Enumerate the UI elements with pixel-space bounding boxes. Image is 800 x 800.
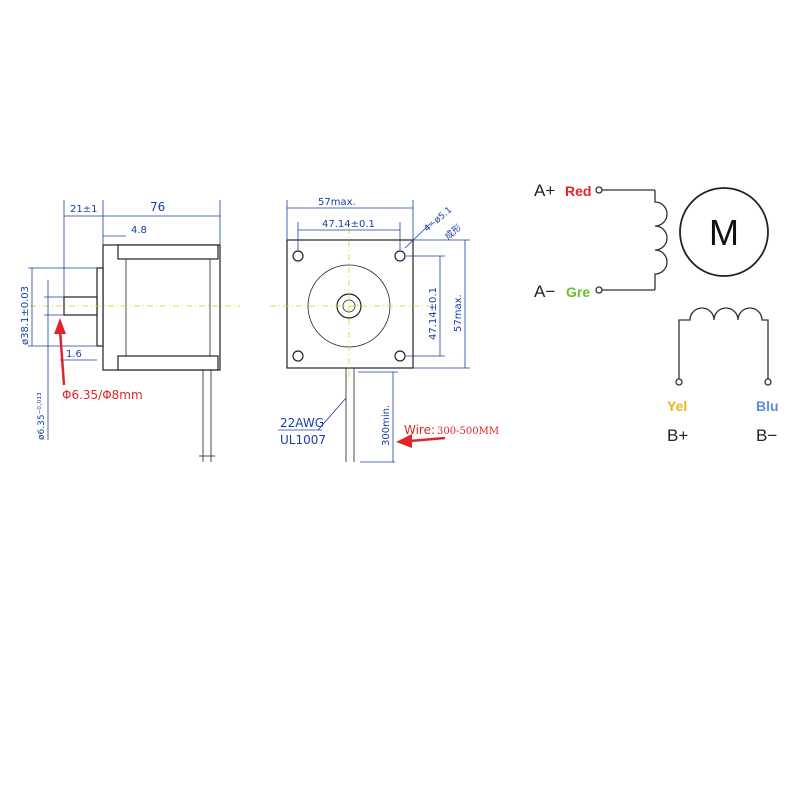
dim-offset-label: 4.8 (131, 225, 147, 236)
mount-hole (292, 350, 304, 362)
dim-hole-v-label: 47.14±0.1 (428, 287, 439, 340)
side-shaft (63, 296, 98, 316)
b-minus-terminal (764, 378, 772, 386)
mount-hole (394, 350, 406, 362)
shaft-callout-arrow (58, 329, 66, 386)
dim-hole-h-label: 47.14±0.1 (322, 219, 375, 230)
wiring-schematic: M A+ Red A− Gre Yel B+ Blu B− (534, 181, 779, 445)
coil-b (678, 307, 769, 380)
dim-length-label: 76 (150, 200, 165, 214)
a-minus-label: A− (534, 282, 555, 301)
motor-symbol (679, 187, 769, 277)
dim-height-label: 57max. (453, 294, 464, 332)
motor-label: M (709, 212, 739, 253)
b-plus-color-label: Yel (667, 398, 687, 414)
a-plus-label: A+ (534, 181, 555, 200)
dim-holes-note: 成形 (442, 222, 464, 243)
mount-hole (394, 250, 406, 262)
wire-label: Wire: (404, 423, 435, 437)
dim-flange-label: 21±1 (70, 204, 97, 215)
dim-boss-label: ø38.1±0.03 (20, 286, 31, 345)
mount-hole (292, 250, 304, 262)
side-top-cap (117, 244, 219, 260)
dim-wire-min-label: 300min. (381, 405, 392, 446)
side-body (102, 244, 221, 371)
b-minus-label: B− (756, 426, 777, 445)
b-plus-terminal (675, 378, 683, 386)
side-bottom-cap (117, 355, 219, 371)
shaft-callout-label: Φ6.35/Φ8mm (62, 388, 143, 402)
side-view: 21±1 76 4.8 ø38.1±0.03 1.6 ø6.35⁻⁰·⁰¹³ Φ… (20, 200, 240, 462)
wire-gauge-label: 22AWG (280, 416, 324, 430)
wire-type-label: UL1007 (280, 433, 326, 447)
wire-callout-label: Wire:300-500MM (404, 423, 499, 437)
a-minus-terminal (595, 286, 603, 294)
b-minus-color-label: Blu (756, 398, 779, 414)
leader-holes (404, 221, 433, 249)
a-plus-terminal (595, 186, 603, 194)
shaft-callout-arrowhead (54, 318, 66, 334)
side-boss (96, 267, 104, 347)
leader-wire (317, 397, 347, 431)
a-minus-color-label: Gre (566, 284, 590, 300)
b-plus-label: B+ (667, 426, 688, 445)
wire-callout-arrow (409, 436, 446, 443)
dim-width-label: 57max. (318, 197, 356, 208)
wire-callout-arrowhead (396, 434, 412, 448)
a-plus-color-label: Red (565, 183, 591, 199)
dim-shaft-len-label: 1.6 (66, 349, 82, 360)
front-view: 57max. 47.14±0.1 4−ø5.1 成形 47.14±0.1 57m… (270, 197, 499, 463)
wire-range: 300-500MM (437, 426, 499, 437)
dim-shaft-dia-label: ø6.35⁻⁰·⁰¹³ (37, 392, 47, 440)
coil-a (654, 190, 668, 290)
